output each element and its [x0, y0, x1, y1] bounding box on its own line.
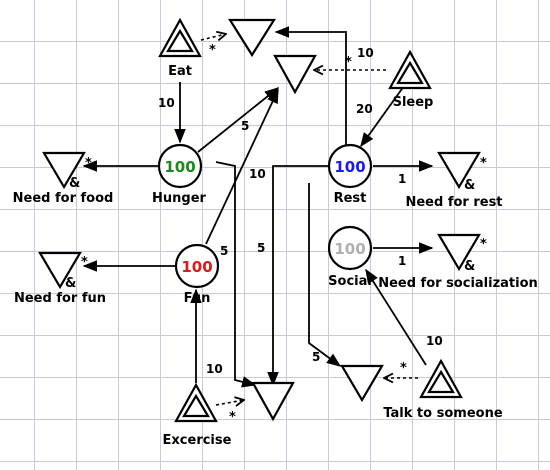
sources: [158, 17, 463, 423]
edge-talk-social[interactable]: [365, 268, 427, 366]
label-social-need: 1: [398, 254, 406, 268]
label-talk-social: 10: [426, 334, 443, 348]
star-marker: *: [480, 156, 487, 171]
star-marker: *: [345, 55, 352, 70]
label-sleep: Sleep: [393, 95, 434, 110]
star-marker: *: [81, 255, 88, 270]
edge-eat-activator[interactable]: [200, 34, 226, 40]
pools: 100 100 100 100: [157, 143, 373, 289]
label-fun: Fun: [184, 291, 211, 306]
edges: [82, 26, 434, 405]
modifiers: * * * * * & * & * & * &: [65, 43, 487, 425]
pool-fun[interactable]: 100: [174, 243, 220, 289]
edge-hunger-center-drain[interactable]: [197, 87, 280, 153]
pool-hunger-value: 100: [164, 158, 195, 176]
label-rest-bottom-a: 10: [249, 167, 266, 181]
label-exercise-fun: 10: [206, 362, 223, 376]
drain-fun-triangle[interactable]: [38, 251, 82, 290]
label-need-rest: Need for rest: [405, 195, 502, 210]
source-exercise[interactable]: [174, 382, 218, 423]
label-need-social: Need for socialization: [378, 276, 538, 291]
label-hunger: Hunger: [152, 191, 207, 206]
label-social: Social: [328, 274, 372, 289]
drain-bottom-triangle[interactable]: [251, 381, 295, 422]
edge-fun-center-drain[interactable]: [205, 88, 279, 245]
drain-social-triangle[interactable]: [437, 233, 481, 272]
drain-center-triangle[interactable]: [273, 54, 317, 95]
drain-talk-triangle[interactable]: [340, 364, 384, 403]
label-eat: Eat: [168, 64, 192, 79]
label-need-fun: Need for fun: [14, 291, 106, 306]
node-labels: Eat Sleep Excercise Talk to someone Hung…: [13, 64, 538, 448]
star-marker: *: [85, 156, 92, 171]
label-rest-top: 10: [357, 46, 374, 60]
edge-rest-talk-drain[interactable]: [308, 183, 342, 367]
amp-marker: &: [464, 178, 475, 193]
label-exercise: Excercise: [163, 433, 232, 448]
pool-social-value: 100: [334, 240, 365, 258]
star-marker: *: [400, 361, 407, 376]
label-rest: Rest: [334, 191, 367, 206]
label-sleep-rest: 20: [356, 102, 373, 116]
source-sleep[interactable]: [388, 49, 432, 90]
label-rest-talk: 5: [312, 350, 320, 364]
pool-fun-value: 100: [181, 258, 212, 276]
drain-rest-triangle[interactable]: [437, 151, 481, 190]
label-rest-bottom-b: 5: [257, 241, 265, 255]
edge-exercise-activator[interactable]: [215, 400, 244, 405]
edge-rest-bottom-drain[interactable]: [267, 165, 328, 387]
edge-hunger-bottom-drain[interactable]: [215, 161, 257, 388]
star-marker: *: [229, 410, 236, 425]
drain-food-triangle[interactable]: [42, 151, 86, 190]
star-marker: *: [480, 237, 487, 252]
label-rest-need: 1: [398, 172, 406, 186]
edge-sleep-rest[interactable]: [360, 85, 405, 148]
label-eat-hunger: 10: [158, 96, 175, 110]
source-eat[interactable]: [158, 17, 202, 58]
star-marker: *: [209, 43, 216, 58]
label-need-food: Need for food: [13, 191, 114, 206]
amp-marker: &: [65, 276, 76, 291]
drain-top-triangle[interactable]: [228, 18, 276, 58]
edge-labels: 10 20 10 5 10 5 5 5 1 1 10 10: [158, 46, 443, 376]
edge-rest-top-drain[interactable]: [274, 26, 347, 147]
pool-rest-value: 100: [334, 158, 365, 176]
source-talk[interactable]: [419, 358, 463, 399]
label-hunger-center: 5: [241, 119, 249, 133]
pool-social[interactable]: 100: [327, 225, 373, 271]
label-talk: Talk to someone: [383, 406, 502, 421]
amp-marker: &: [69, 176, 80, 191]
label-hunger-bottom: 5: [220, 244, 228, 258]
pool-rest[interactable]: 100: [327, 143, 373, 189]
pool-hunger[interactable]: 100: [157, 143, 203, 189]
amp-marker: &: [464, 259, 475, 274]
drains: [38, 18, 481, 422]
